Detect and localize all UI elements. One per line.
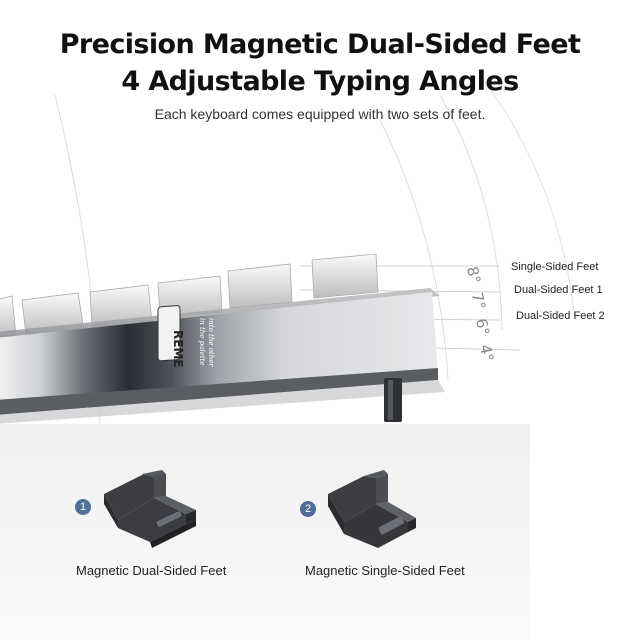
title-line-2: 4 Adjustable Typing Angles (121, 66, 519, 97)
dual-sided-foot-image (104, 470, 196, 548)
label-dual-sided-2: Dual-Sided Feet 2 (516, 310, 605, 322)
keyboard-shadow (0, 380, 445, 424)
keyboard-foot-highlight (388, 380, 393, 420)
foot-1-badge: 1 (75, 499, 91, 515)
keycap-5 (227, 263, 293, 309)
keyboard-side-text-1: in the palette (198, 318, 206, 365)
keycap-6 (311, 253, 379, 299)
page-title: Precision Magnetic Dual-Sided Feet 4 Adj… (0, 26, 640, 100)
feet-panel (0, 424, 530, 640)
foot-2-badge: 2 (300, 501, 316, 517)
single-sided-foot-image (328, 470, 416, 548)
angle-6: 6° (471, 316, 494, 338)
arc-3 (439, 94, 503, 331)
keyboard-bottom-edge (0, 368, 438, 415)
page-subtitle: Each keyboard comes equipped with two se… (154, 106, 486, 122)
arc-2 (379, 119, 449, 381)
keyboard-side-text-2: into the other (207, 318, 215, 367)
angle-8: 8° (462, 264, 485, 286)
arc-4 (479, 74, 576, 321)
title-line-1: Precision Magnetic Dual-Sided Feet (59, 29, 581, 60)
label-single-sided: Single-Sided Feet (511, 261, 599, 273)
angle-4: 4° (475, 342, 498, 364)
angle-7: 7° (467, 290, 490, 312)
label-dual-sided-1: Dual-Sided Feet 1 (514, 284, 603, 296)
keyboard-label-plate (157, 305, 181, 362)
foot-1-label: Magnetic Dual-Sided Feet (76, 563, 227, 578)
keyboard-badge-text: REME (171, 330, 185, 368)
foot-2-label: Magnetic Single-Sided Feet (305, 563, 465, 578)
